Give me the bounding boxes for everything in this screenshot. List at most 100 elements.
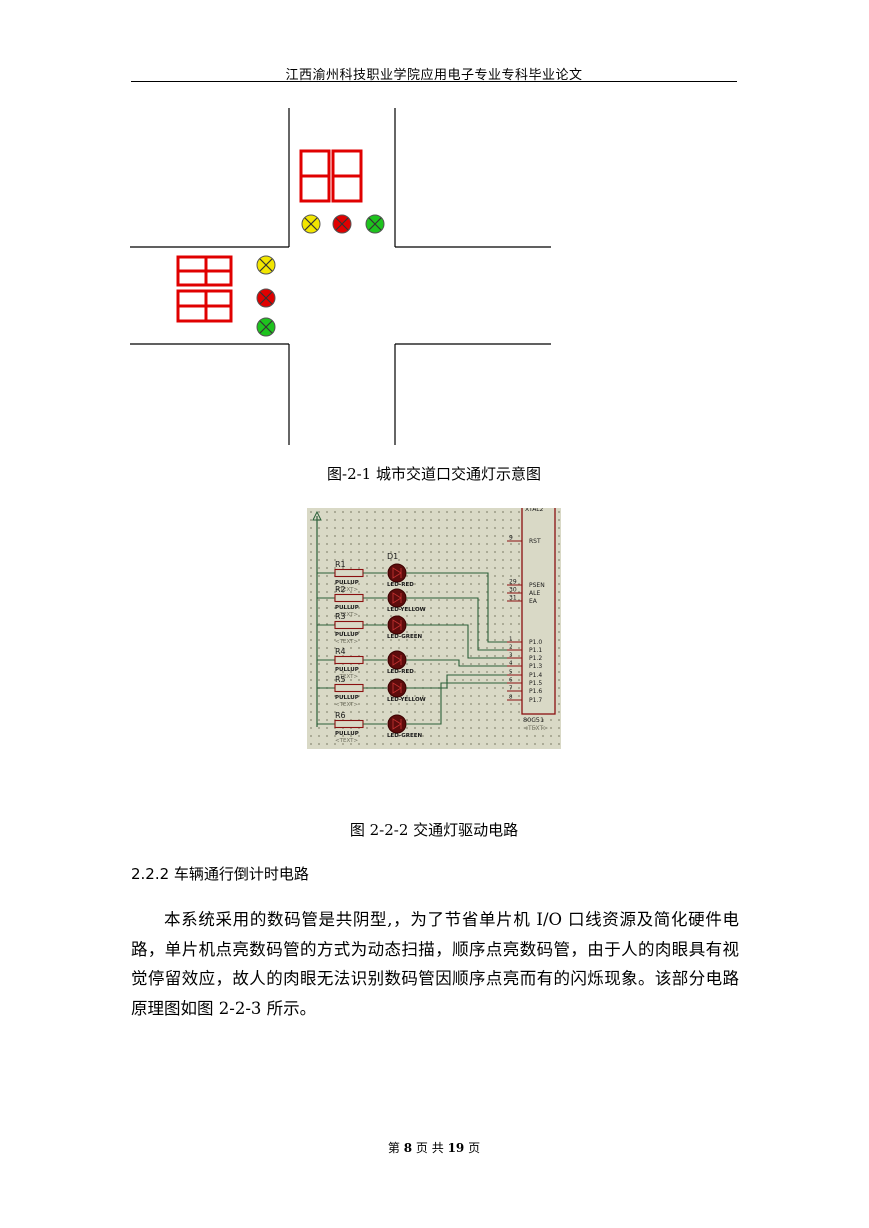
led-value: LED-YELLOW	[387, 607, 426, 613]
resistor-body	[334, 719, 364, 729]
resistor-body	[334, 593, 364, 603]
mcu-port-pin-number: 3	[509, 653, 513, 659]
mcu-pin-number: 29	[509, 579, 517, 586]
light-west-red-cross-b	[259, 291, 273, 305]
mcu-pin-label: EA	[529, 598, 538, 605]
resistor-value: PULLUP	[335, 580, 359, 586]
mcu-port-pin-number: 6	[509, 678, 513, 684]
mcu-port-pin-label: P1.0	[529, 639, 542, 646]
section-heading: 2.2.2 车辆通行倒计时电路	[131, 865, 309, 883]
resistor-reference: R1	[335, 560, 346, 569]
light-west-green-cross-b	[259, 320, 273, 334]
header-rule	[131, 81, 737, 82]
led-reference: D1	[387, 552, 398, 561]
resistor-reference: R4	[335, 647, 346, 656]
mcu-pin-number: 30	[509, 587, 517, 594]
body-paragraph: 本系统采用的数码管是共阴型,，为了节省单片机 I/O 口线资源及简化硬件电路，单…	[131, 910, 739, 1018]
led-body	[387, 678, 407, 698]
row-wire-to-mcu	[406, 597, 507, 651]
mcu-port-pin-label: P1.4	[529, 672, 542, 679]
circuit-wires	[312, 510, 322, 727]
led-body	[387, 563, 407, 583]
light-north-red-cross-b	[335, 217, 349, 231]
traffic-lights-north	[301, 214, 385, 234]
led-diode-symbol	[392, 592, 402, 604]
resistor-text-placeholder: <TEXT>	[335, 612, 358, 618]
light-north-yellow	[301, 214, 321, 234]
mcu-pin-number: 9	[509, 535, 513, 542]
light-north-green	[365, 214, 385, 234]
light-north-yellow-cross-b	[304, 217, 318, 231]
mcu-xtal-label: XTAL2	[525, 508, 544, 513]
resistor-body	[334, 683, 364, 693]
footer-middle: 页 共	[415, 1141, 444, 1155]
mcu-port-pin-label: P1.1	[529, 647, 542, 654]
seven-segment-display-west	[176, 255, 233, 323]
resistor-value: PULLUP	[335, 731, 359, 737]
light-west-yellow-cross-b	[259, 258, 273, 272]
mcu-port-pin-number: 7	[509, 686, 513, 692]
led-value: LED-GREEN	[387, 634, 422, 640]
page-header-title: 江西渝州科技职业学院应用电子专业专科毕业论文	[285, 68, 583, 83]
resistor-body	[334, 568, 364, 578]
mcu-port-pin-label: P1.2	[529, 655, 542, 662]
led-body	[387, 615, 407, 635]
mcu-port-pin-number: 5	[509, 670, 513, 676]
figure2-caption: 图 2-2-2 交通灯驱动电路	[349, 821, 519, 839]
resistor-text-placeholder: <TEXT>	[335, 702, 358, 708]
resistor-body	[334, 620, 364, 630]
mcu-text-placeholder: <TEXT>	[523, 725, 548, 732]
resistor-text-placeholder: <TEXT>	[335, 738, 358, 744]
row-wire-to-mcu	[406, 572, 507, 643]
resistor-text-placeholder: <TEXT>	[335, 674, 358, 680]
led-diode-symbol	[392, 654, 402, 666]
mcu-port-pin-number: 4	[509, 661, 513, 667]
row-wire-to-mcu	[406, 624, 507, 659]
light-west-green	[256, 317, 276, 337]
intersection-diagram	[130, 108, 551, 445]
mcu-port-pin-number: 1	[509, 637, 513, 643]
resistor-value: PULLUP	[335, 632, 359, 638]
resistor-text-placeholder: <TEXT>	[335, 639, 358, 645]
led-diode-symbol	[392, 682, 402, 694]
resistor-reference: R2	[335, 585, 346, 594]
led-value: LED-YELLOW	[387, 697, 426, 703]
led-body	[387, 650, 407, 670]
resistor-reference: R6	[335, 711, 346, 720]
row-wire-to-mcu	[406, 659, 507, 667]
resistor-text-placeholder: <TEXT>	[335, 587, 358, 593]
resistor-reference: R5	[335, 675, 346, 684]
row-wire-to-mcu	[406, 674, 507, 689]
traffic-lights-west	[256, 255, 276, 337]
mcu-pin-label: PSEN	[529, 582, 545, 589]
footer-total-pages: 19	[447, 1141, 465, 1155]
led-body	[387, 714, 407, 734]
mcu-body	[521, 508, 556, 715]
footer-page-number: 8	[403, 1141, 413, 1155]
mcu-port-pin-number: 2	[509, 645, 513, 651]
led-body	[387, 588, 407, 608]
mcu-port-pin-label: P1.7	[529, 697, 542, 704]
resistor-value: PULLUP	[335, 667, 359, 673]
row-wire-to-mcu	[406, 682, 507, 725]
light-west-yellow	[256, 255, 276, 275]
mcu-port-pin-label: P1.6	[529, 688, 542, 695]
resistor-body	[334, 655, 364, 665]
power-terminal-icon	[312, 510, 322, 521]
resistor-reference: R3	[335, 612, 346, 621]
mcu-pin-label: RST	[529, 538, 541, 545]
mcu-pin-number: 31	[509, 595, 517, 602]
resistor-value: PULLUP	[335, 605, 359, 611]
footer-prefix: 第	[387, 1141, 400, 1155]
led-value: LED-GREEN	[387, 733, 422, 739]
mcu-name: 80C51	[523, 716, 544, 724]
figure1-caption: 图-2-1 城市交道口交通灯示意图	[327, 465, 541, 483]
